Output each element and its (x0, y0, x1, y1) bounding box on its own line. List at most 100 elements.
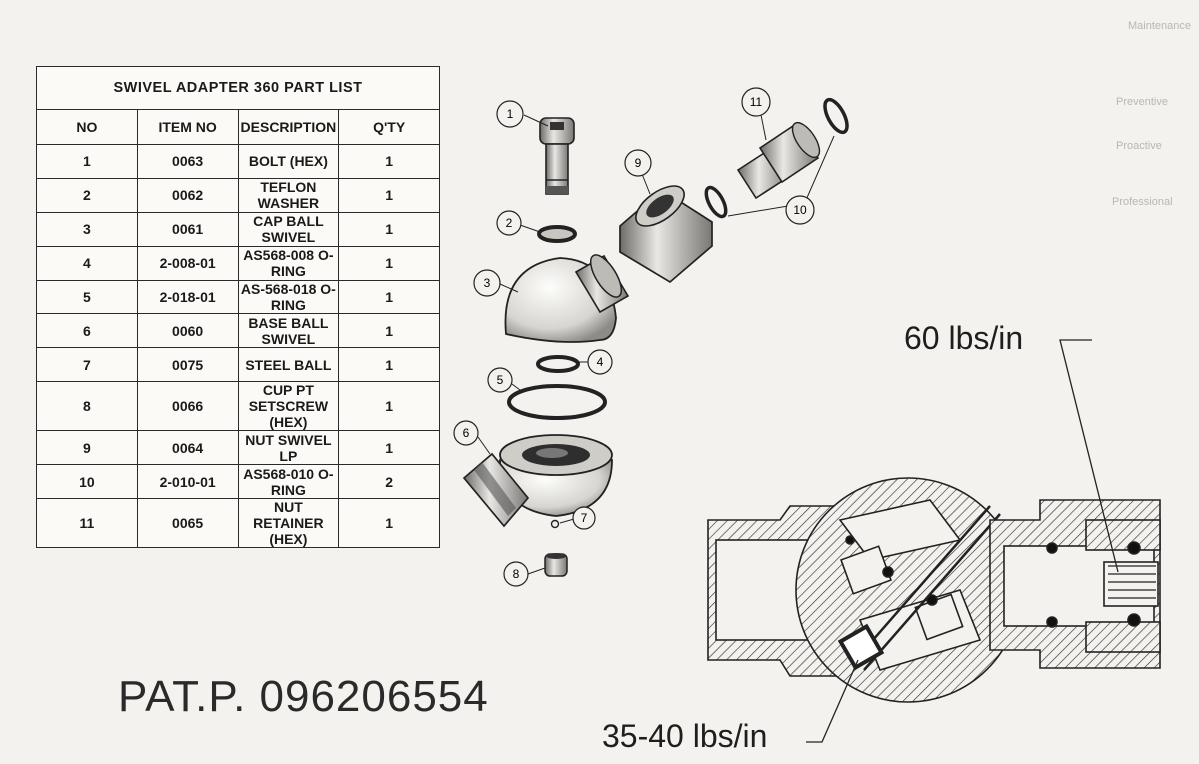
cell-item-no: 2-010-01 (136, 464, 239, 500)
ghost-text-professional: Professional (1112, 196, 1173, 208)
parts-list-table: SWIVEL ADAPTER 360 PART LIST NO ITEM NO … (36, 66, 440, 549)
cell-item-no: 0060 (136, 313, 239, 349)
part-o-ring-008 (536, 355, 580, 373)
cell-description: AS568-010 O-RING (237, 464, 340, 500)
part-bolt (539, 117, 575, 195)
cell-description: BOLT (HEX) (237, 144, 340, 179)
patent-number: PAT.P. 096206554 (118, 672, 489, 721)
torque-callout-35-40: 35-40 lbs/in (602, 718, 768, 754)
svg-text:9: 9 (635, 156, 642, 170)
torque-callout-60: 60 lbs/in (904, 320, 1024, 356)
cell-qty: 1 (338, 430, 440, 466)
cell-no: 7 (36, 347, 138, 383)
table-header-row: NO ITEM NO DESCRIPTION Q'TY (36, 109, 440, 145)
leader-lines (477, 109, 835, 575)
cross-section-view (707, 477, 1161, 703)
ghost-text-proactive: Proactive (1116, 140, 1162, 152)
cell-description: NUT RETAINER (HEX) (237, 498, 340, 549)
cell-qty: 1 (338, 177, 440, 213)
cell-item-no: 0065 (136, 498, 239, 549)
part-cap-ball-swivel (504, 254, 630, 343)
cell-item-no: 2-008-01 (136, 245, 239, 281)
svg-text:10: 10 (793, 203, 807, 217)
part-teflon-washer (537, 225, 577, 243)
cell-description: BASE BALL SWIVEL (237, 313, 340, 349)
cell-no: 5 (36, 279, 138, 315)
cell-qty: 2 (338, 464, 440, 500)
part-steel-ball (550, 519, 560, 529)
part-label-7: 7 (572, 506, 596, 530)
svg-text:4: 4 (597, 355, 604, 369)
cell-description: AS-568-018 O-RING (237, 279, 340, 315)
cell-item-no: 0075 (136, 347, 239, 383)
svg-text:2: 2 (506, 216, 513, 230)
column-header-no: NO (36, 109, 138, 145)
part-label-10: 10 (785, 195, 815, 225)
svg-text:6: 6 (463, 426, 470, 440)
part-label-2: 2 (496, 210, 522, 236)
cell-description: NUT SWIVEL LP (237, 430, 340, 466)
cell-no: 4 (36, 245, 138, 281)
ghost-text-preventive: Preventive (1116, 96, 1168, 108)
cell-item-no: 0061 (136, 211, 239, 247)
part-label-5: 5 (487, 367, 513, 393)
svg-text:5: 5 (497, 373, 504, 387)
part-number-bubbles: 1 2 3 4 5 6 7 8 9 10 11 (453, 87, 815, 587)
ghost-text-maintenance: Maintenance (1128, 20, 1191, 32)
part-label-1: 1 (496, 100, 524, 128)
cell-item-no: 0066 (136, 381, 239, 432)
column-header-qty: Q'TY (338, 109, 440, 145)
cell-item-no: 2-018-01 (136, 279, 239, 315)
svg-text:1: 1 (507, 107, 514, 121)
cell-qty: 1 (338, 381, 440, 432)
cell-no: 2 (36, 177, 138, 213)
cell-description: CAP BALL SWIVEL (237, 211, 340, 247)
cell-description: CUP PT SETSCREW (HEX) (237, 381, 340, 432)
cell-qty: 1 (338, 313, 440, 349)
cell-no: 8 (36, 381, 138, 432)
part-label-4: 4 (587, 349, 613, 375)
cell-qty: 1 (338, 245, 440, 281)
table-title-row: SWIVEL ADAPTER 360 PART LIST (36, 66, 440, 110)
cell-no: 3 (36, 211, 138, 247)
cell-qty: 1 (338, 498, 440, 549)
part-base-ball-swivel (462, 434, 613, 528)
part-o-ring-010-a (704, 185, 728, 219)
part-label-9: 9 (624, 149, 652, 177)
column-header-item-no: ITEM NO (136, 109, 239, 145)
svg-text:11: 11 (750, 95, 763, 109)
table-title: SWIVEL ADAPTER 360 PART LIST (36, 66, 440, 110)
part-setscrew (544, 553, 568, 577)
part-label-3: 3 (473, 269, 501, 297)
part-nut-swivel (619, 185, 713, 284)
svg-text:8: 8 (513, 567, 520, 581)
cell-item-no: 0064 (136, 430, 239, 466)
cell-no: 9 (36, 430, 138, 466)
cell-item-no: 0062 (136, 177, 239, 213)
cell-qty: 1 (338, 144, 440, 179)
part-label-6: 6 (453, 420, 479, 446)
column-header-description: DESCRIPTION (237, 109, 340, 145)
cell-qty: 1 (338, 347, 440, 383)
svg-text:3: 3 (484, 276, 491, 290)
cell-no: 6 (36, 313, 138, 349)
svg-text:7: 7 (581, 511, 588, 525)
part-label-8: 8 (503, 561, 529, 587)
torque-leader-lines (806, 339, 1119, 743)
cell-qty: 1 (338, 279, 440, 315)
part-nut-retainer (736, 121, 821, 200)
part-label-11: 11 (741, 87, 771, 117)
cell-description: AS568-008 O-RING (237, 245, 340, 281)
part-o-ring-010-b (823, 97, 849, 135)
cell-no: 1 (36, 144, 138, 179)
part-o-ring-018 (507, 384, 607, 420)
